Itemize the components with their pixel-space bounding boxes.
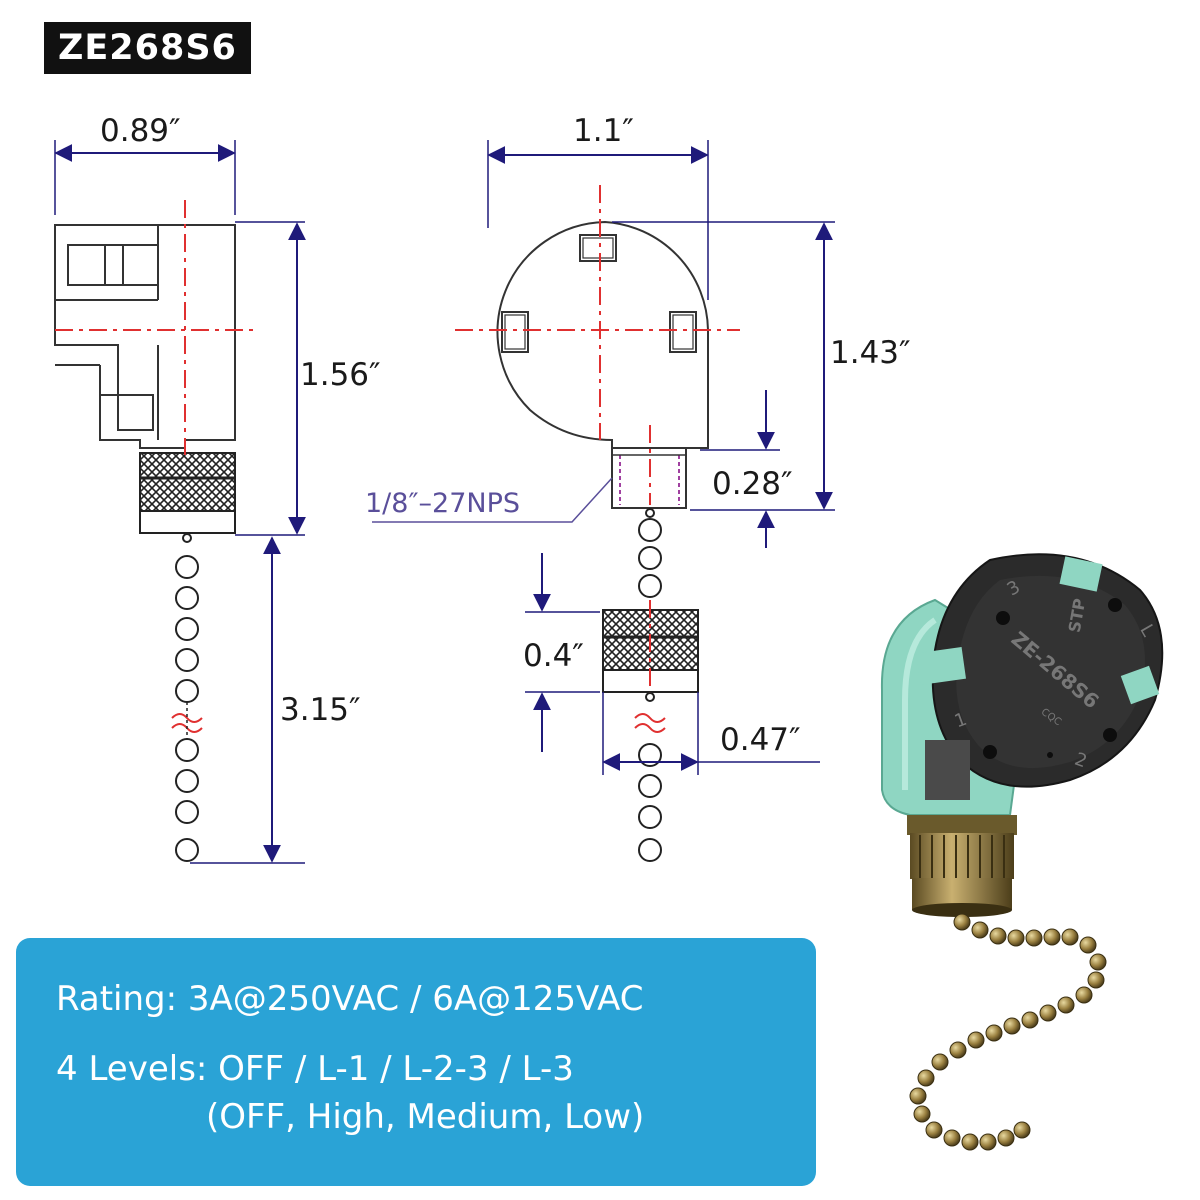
side-chain — [175, 533, 199, 862]
model-tag: ZE268S6 — [44, 22, 251, 74]
front-tab-left — [501, 311, 529, 353]
levels-note: (OFF, High, Medium, Low) — [206, 1097, 645, 1137]
dim-stem-length: 0.28″ — [712, 466, 793, 502]
spec-panel: Rating: 3A@250VAC / 6A@125VAC 4 Levels: … — [16, 938, 816, 1186]
product-photo — [880, 553, 1164, 1151]
dim-chain-length: 3.15″ — [280, 692, 361, 728]
dim-knob-height: 0.4″ — [523, 638, 584, 674]
front-view — [372, 140, 835, 862]
front-tab-top — [579, 234, 617, 262]
side-lower-slot — [117, 394, 154, 431]
front-tab-right — [669, 311, 697, 353]
rating-text: Rating: 3A@250VAC / 6A@125VAC — [56, 979, 644, 1019]
dim-side-width: 0.89″ — [100, 113, 181, 149]
dim-front-height: 1.43″ — [830, 335, 911, 371]
switch-stem — [907, 815, 1017, 835]
front-body-outline — [496, 220, 709, 449]
dim-front-width: 1.1″ — [573, 113, 634, 149]
side-view — [54, 140, 306, 864]
dim-knob-width: 0.47″ — [720, 722, 801, 758]
dim-thread: 1/8″–27NPS — [365, 488, 521, 519]
thread-leader — [372, 477, 613, 523]
front-break-mark — [634, 713, 666, 733]
dim-side-height: 1.56″ — [300, 357, 381, 393]
side-body-outline — [54, 224, 236, 449]
side-knob — [139, 452, 236, 512]
front-chain-upper — [638, 508, 662, 598]
brass-chain — [909, 913, 1107, 1151]
levels-text: 4 Levels: OFF / L-1 / L-2-3 / L-3 — [56, 1049, 574, 1089]
